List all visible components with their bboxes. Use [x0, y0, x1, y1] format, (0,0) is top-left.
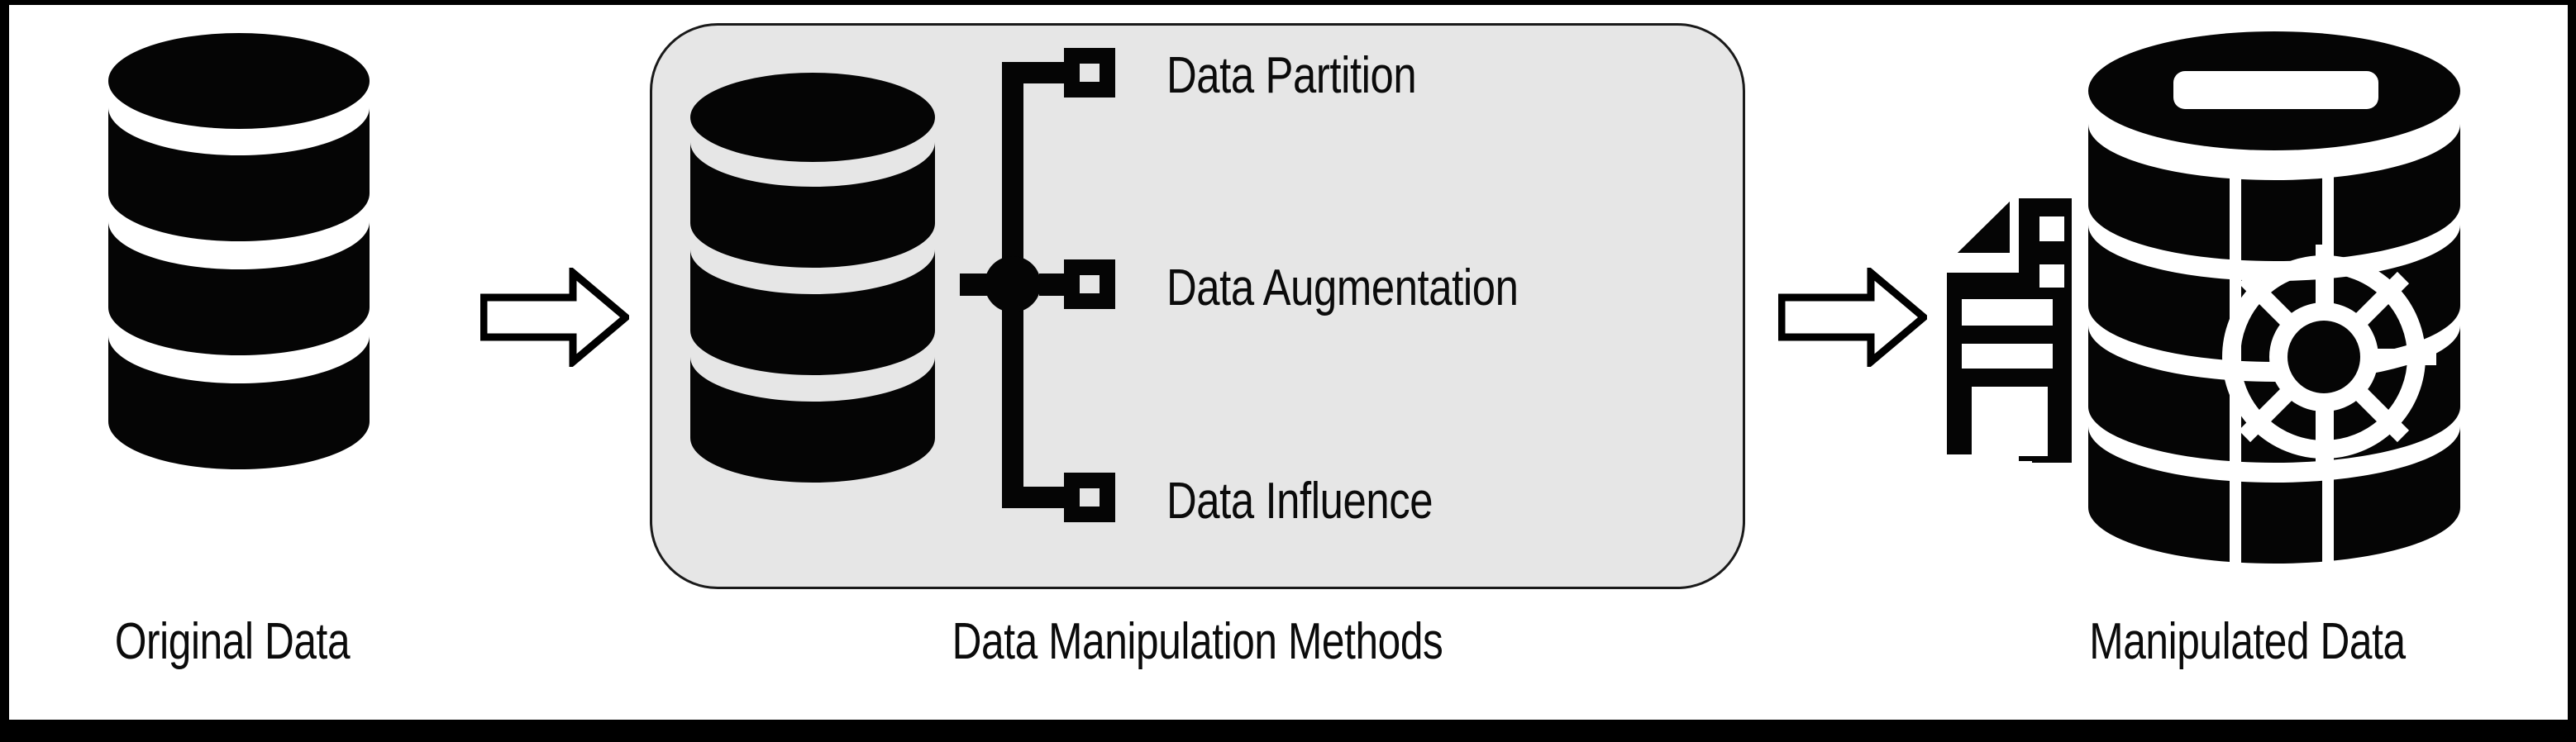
- database-cylinder-icon: [690, 73, 935, 483]
- block-arrow-right-icon: [1778, 268, 1927, 367]
- gear-icon: [2222, 150, 2436, 565]
- hub-left-stub: [960, 273, 988, 296]
- block-arrow-right-icon: [480, 268, 629, 367]
- branch-label-data-augmentation: Data Augmentation: [1166, 259, 1519, 316]
- caption-manipulated-data: Manipulated Data: [2089, 613, 2406, 670]
- branch-label-data-influence: Data Influence: [1166, 473, 1433, 530]
- caption-data-manipulation-methods: Data Manipulation Methods: [952, 613, 1443, 670]
- database-cylinder-icon: [108, 33, 370, 469]
- square-node-icon: [1064, 473, 1115, 522]
- circle-hub-icon: [985, 256, 1041, 312]
- branch-label-data-partition: Data Partition: [1166, 47, 1417, 104]
- caption-original-data: Original Data: [114, 613, 351, 670]
- branch-connector-tree: [960, 48, 1115, 522]
- section-original-data: Original Data: [9, 5, 456, 720]
- figure-canvas: Original Data: [9, 5, 2568, 720]
- square-node-icon: [1064, 48, 1115, 98]
- database-gear-document-icon: [1947, 31, 2460, 565]
- cylinder-top-slot: [2173, 71, 2378, 109]
- square-node-icon: [1064, 259, 1115, 309]
- section-manipulated-data: Manipulated Data: [1927, 5, 2568, 720]
- section-data-manipulation-methods: Data Partition Data Augmentation Data In…: [9, 5, 1753, 720]
